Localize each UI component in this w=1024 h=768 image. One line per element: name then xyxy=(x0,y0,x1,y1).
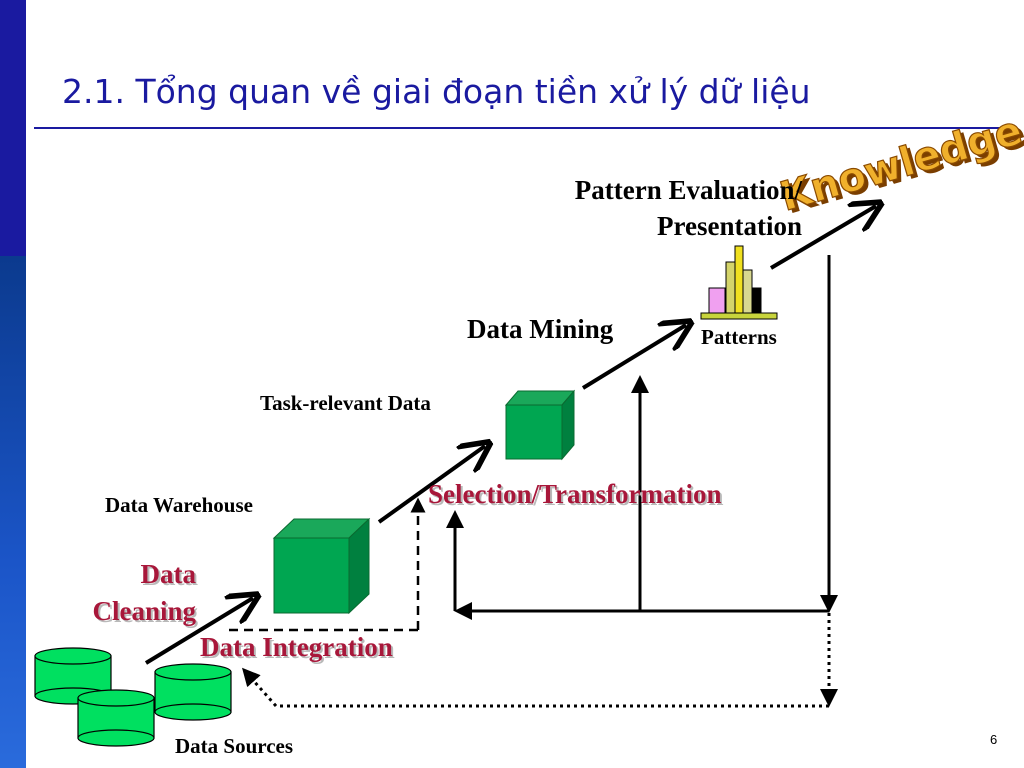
data-source-cylinder-2 xyxy=(154,663,232,721)
data-source-cylinder-3 xyxy=(77,689,155,747)
data-sources-label: Data Sources xyxy=(175,734,294,758)
task-relevant-data-label: Task-relevant Data xyxy=(260,391,431,415)
patterns-label: Patterns xyxy=(701,325,777,349)
slide-number: 6 xyxy=(990,732,998,747)
data-mining-label: Data Mining xyxy=(467,314,614,344)
side-bar-gradient-decoration xyxy=(0,256,26,768)
arrow-patterns-to-knowledge xyxy=(769,206,876,270)
data-integration-label: Data Integration xyxy=(200,632,393,662)
arrow-sources-to-warehouse xyxy=(144,598,253,665)
data-cleaning-label: Data Cleaning xyxy=(92,559,196,626)
title-underline xyxy=(34,127,1000,129)
arrow-task-data-to-patterns xyxy=(581,325,686,390)
data-warehouse-cube xyxy=(272,517,371,615)
side-bar-decoration xyxy=(0,0,26,256)
selection-transformation-label: Selection/Transformation xyxy=(428,479,722,509)
task-relevant-data-cube xyxy=(504,389,576,461)
pattern-evaluation-label: Pattern Evaluation/ Presentation xyxy=(574,175,802,241)
dotted-line-to-sources xyxy=(242,667,278,707)
arrow-warehouse-to-task-data xyxy=(377,446,485,524)
patterns-chart-icon xyxy=(700,245,778,320)
knowledge-wordart: Knowledge Knowledge xyxy=(775,107,1024,224)
slide-title: 2.1. Tổng quan về giai đoạn tiền xử lý d… xyxy=(62,72,811,111)
data-warehouse-label: Data Warehouse xyxy=(105,493,253,517)
